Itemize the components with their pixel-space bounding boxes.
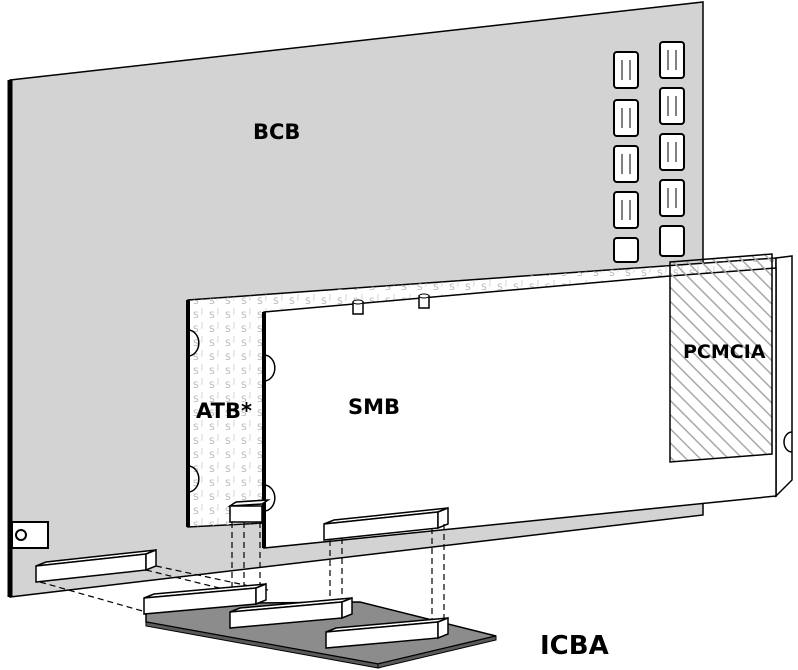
icba-connector bbox=[325, 616, 449, 649]
bcb-connector bbox=[659, 179, 685, 217]
label-smb: SMB bbox=[348, 395, 400, 419]
bcb-connector bbox=[613, 99, 639, 137]
bcb-small-component bbox=[11, 521, 49, 549]
bcb-connector bbox=[659, 87, 685, 125]
bcb-connector bbox=[613, 145, 639, 183]
atb-connector bbox=[227, 499, 271, 523]
bcb-connector-array bbox=[613, 41, 685, 263]
board-side-edge bbox=[775, 255, 793, 498]
smb-standoffs bbox=[352, 293, 430, 315]
icba-connector bbox=[143, 582, 267, 615]
connector-pin-lines bbox=[621, 50, 677, 220]
label-atb: ATB* bbox=[196, 399, 252, 423]
icba-connector bbox=[229, 596, 353, 629]
label-icba: ICBA bbox=[540, 631, 609, 661]
bcb-connector bbox=[659, 225, 685, 257]
bcb-connector bbox=[659, 41, 685, 79]
smb-connector bbox=[323, 506, 449, 541]
connector-column-left bbox=[613, 51, 639, 263]
label-bcb: BCB bbox=[253, 120, 300, 144]
connector-column-right bbox=[659, 41, 685, 257]
bcb-connector bbox=[613, 191, 639, 229]
bcb-connector bbox=[613, 51, 639, 89]
label-pcmcia: PCMCIA bbox=[683, 341, 766, 363]
bcb-connector bbox=[613, 237, 639, 263]
icba-connectors bbox=[143, 582, 449, 649]
smb-board bbox=[262, 267, 777, 549]
bcb-connector bbox=[659, 133, 685, 171]
pcmcia-card bbox=[669, 253, 773, 463]
